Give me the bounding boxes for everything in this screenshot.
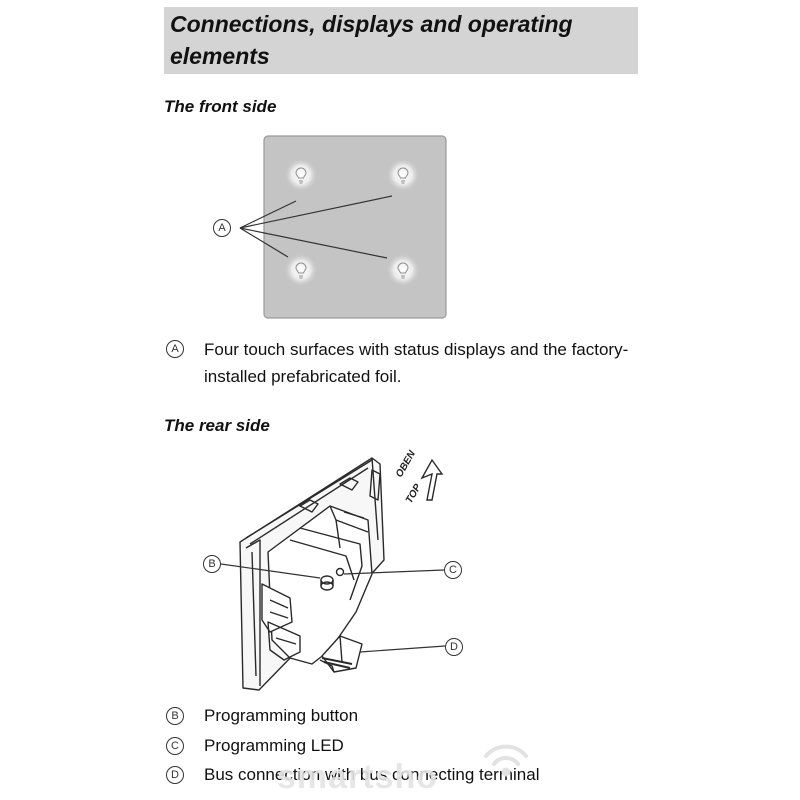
arrow-up-icon bbox=[420, 458, 444, 501]
programming-led bbox=[335, 567, 345, 577]
leader-line-c bbox=[343, 569, 445, 575]
legend-text-d: Bus connection with bus connecting termi… bbox=[204, 765, 540, 784]
callout-a: A bbox=[213, 219, 231, 237]
title-bar bbox=[164, 7, 638, 74]
callout-b: B bbox=[203, 555, 221, 573]
rear-side-heading: The rear side bbox=[164, 416, 270, 435]
callout-c: C bbox=[444, 561, 462, 579]
legend-marker-c: C bbox=[166, 737, 184, 755]
orientation-text-top: TOP bbox=[404, 482, 424, 506]
touch-panel bbox=[263, 135, 447, 319]
watermark-text: smartsho bbox=[277, 758, 439, 796]
bus-terminal bbox=[321, 635, 363, 673]
callout-d: D bbox=[445, 638, 463, 656]
lightbulb-icon bbox=[284, 253, 318, 287]
lightbulb-icon bbox=[386, 158, 420, 192]
programming-button bbox=[320, 575, 334, 585]
front-side-heading: The front side bbox=[164, 97, 277, 116]
legend-text-c: Programming LED bbox=[204, 736, 344, 755]
leader-lines-a bbox=[239, 195, 393, 259]
lightbulb-icon bbox=[284, 158, 318, 192]
leader-line-b bbox=[220, 563, 321, 579]
device-frame bbox=[239, 457, 385, 691]
legend-marker-a: A bbox=[166, 340, 184, 358]
lightbulb-icon bbox=[386, 253, 420, 287]
leader-line-d bbox=[359, 645, 446, 653]
orientation-text-oben: OBEN bbox=[394, 448, 418, 480]
legend-text-b: Programming button bbox=[204, 706, 359, 725]
legend-marker-b: B bbox=[166, 707, 184, 725]
front-description: Four touch surfaces with status displays… bbox=[204, 340, 629, 386]
page-title: Connections, displays and operating elem… bbox=[170, 11, 573, 69]
device-housing bbox=[267, 505, 373, 665]
legend-marker-d: D bbox=[166, 766, 184, 784]
